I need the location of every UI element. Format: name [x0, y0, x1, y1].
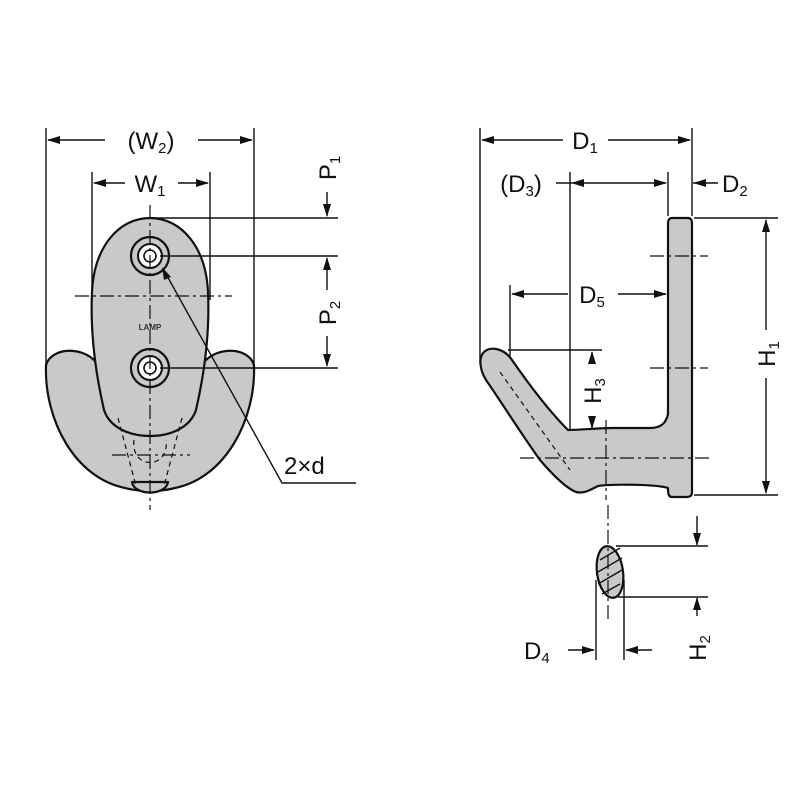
front-view: LAMP (W2) W1 P1 P2 2×d [44, 128, 356, 510]
h3-arrow-top [588, 351, 596, 364]
h2-extension-lines [616, 545, 708, 598]
p2-arrow-bottom [323, 354, 331, 367]
section-hatch [597, 547, 623, 595]
d4-label: D4 [524, 638, 550, 667]
d4-extension-lines [595, 580, 625, 660]
w1-extension-lines [91, 172, 211, 300]
shank-section [595, 545, 625, 599]
d4-arrow-right [625, 646, 638, 654]
hole-note: 2×d [284, 453, 325, 480]
w1-arrow-left [93, 179, 106, 187]
d5-arrow-left [511, 290, 524, 298]
hole-leader-line [165, 273, 356, 484]
p1-label: P1 [315, 156, 344, 180]
w2-label: (W2) [128, 128, 175, 157]
h3-arrow-bottom [588, 416, 596, 429]
hidden-hook-inner [499, 371, 571, 471]
d5-label: D5 [579, 282, 605, 311]
d5-arrow-right [654, 290, 667, 298]
section-view: H2 D4 [524, 505, 714, 667]
d1-arrow-right [678, 136, 691, 144]
p1-arrow [323, 204, 331, 217]
d3-arrow-right [654, 179, 667, 187]
h1-arrow-top [762, 219, 770, 232]
w2-arrow-right [240, 136, 253, 144]
w1-arrow-right [196, 179, 209, 187]
h1-label: H1 [754, 341, 783, 367]
p-extension-lines [150, 217, 338, 369]
d2-label: D2 [722, 171, 748, 200]
h3-label: H3 [580, 378, 609, 404]
w1-label: W1 [135, 171, 166, 200]
d1-label: D1 [572, 128, 598, 157]
d3-label: (D3) [500, 171, 542, 200]
w2-extension-lines [45, 128, 255, 365]
side-view: D1 (D3) D2 D5 H1 H3 [479, 128, 783, 500]
h2-label: H2 [685, 635, 714, 661]
h2-arrow-bottom [693, 597, 701, 610]
side-profile [479, 216, 694, 499]
d1-extension-lines [479, 128, 693, 362]
p2-label: P2 [315, 301, 344, 325]
d1-arrow-left [481, 136, 494, 144]
h1-arrow-bottom [762, 481, 770, 494]
h2-arrow-top [693, 533, 701, 546]
w2-arrow-left [47, 136, 60, 144]
hole-leader-arrow [162, 267, 171, 280]
d2-arrow [693, 179, 706, 187]
d3-extension-lines [569, 172, 669, 430]
d3-arrow-left [571, 179, 584, 187]
p2-arrow-top [323, 257, 331, 270]
d4-arrow-left [582, 646, 595, 654]
logo-stamp: LAMP [139, 323, 162, 332]
h1-extension-lines [694, 217, 778, 496]
